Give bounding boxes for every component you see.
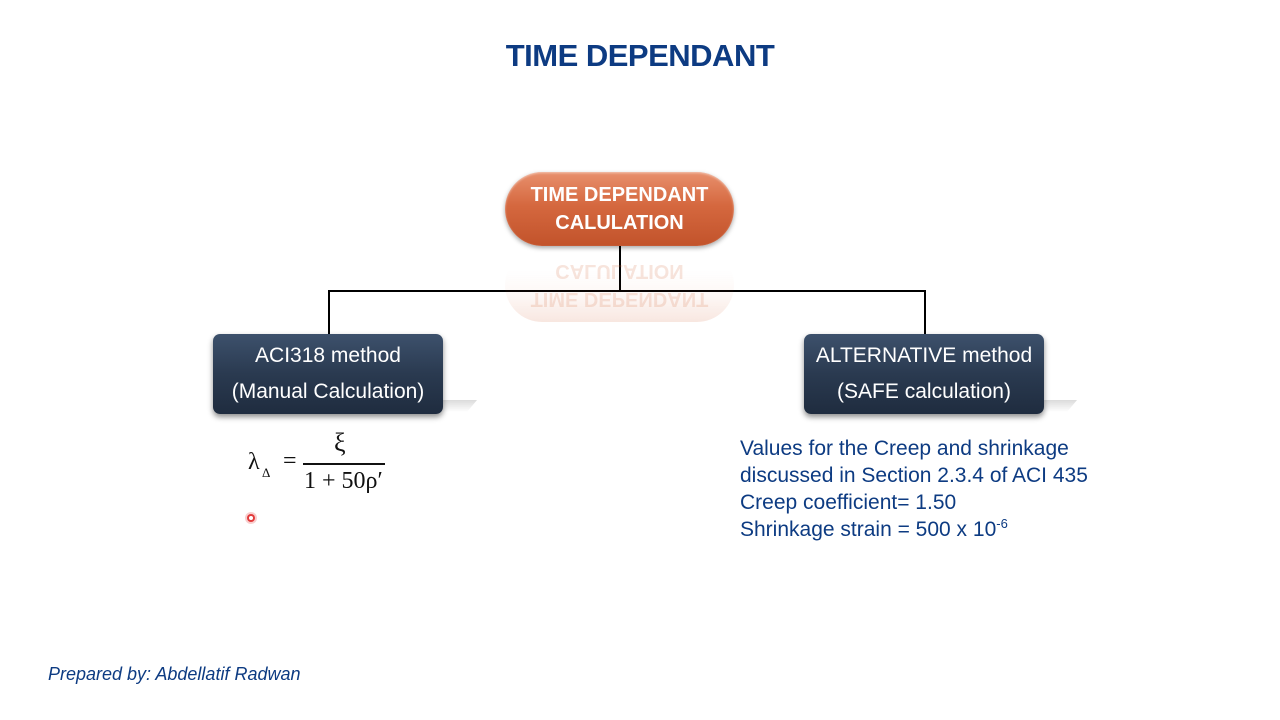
right-node-line1: ALTERNATIVE method bbox=[815, 344, 1033, 367]
right-node-line2: (SAFE calculation) bbox=[837, 380, 1011, 403]
creep-formula: λ Δ = ξ 1 + 50ρ′ bbox=[246, 428, 406, 498]
root-node-line2: CALULATION bbox=[555, 212, 684, 234]
left-node: ACI318 method (Manual Calculation) bbox=[213, 334, 443, 414]
slide-title: TIME DEPENDANT bbox=[505, 38, 775, 73]
shrinkage-strain-exponent: -6 bbox=[996, 516, 1008, 531]
alternative-notes: Values for the Creep and shrinkage discu… bbox=[740, 435, 1260, 543]
root-node-reflection: TIME DEPENDANT CALULATION bbox=[505, 248, 734, 322]
left-node-line1: ACI318 method bbox=[255, 344, 401, 367]
shrinkage-strain-text: Shrinkage strain = 500 x 10 bbox=[740, 518, 997, 541]
root-reflection-line2: CALULATION bbox=[555, 260, 684, 282]
formula-fraction-bar bbox=[303, 463, 385, 465]
root-node: TIME DEPENDANT CALULATION bbox=[505, 172, 734, 246]
laser-pointer-icon bbox=[247, 514, 255, 522]
formula-numerator: ξ bbox=[334, 428, 346, 457]
formula-lambda-subscript: Δ bbox=[262, 465, 271, 480]
notes-line2: discussed in Section 2.3.4 of ACI 435 bbox=[740, 464, 1088, 487]
notes-line3: Creep coefficient= 1.50 bbox=[740, 491, 957, 514]
formula-denominator: 1 + 50ρ′ bbox=[304, 468, 383, 494]
root-reflection-line1: TIME DEPENDANT bbox=[530, 288, 709, 310]
notes-line4: Shrinkage strain = 500 x 10-6 bbox=[740, 516, 1260, 543]
root-node-line1: TIME DEPENDANT bbox=[530, 184, 709, 206]
formula-lambda: λ bbox=[248, 449, 260, 475]
formula-equals: = bbox=[283, 448, 297, 474]
footer-credit: Prepared by: Abdellatif Radwan bbox=[48, 664, 301, 684]
right-node: ALTERNATIVE method (SAFE calculation) bbox=[804, 334, 1044, 414]
left-node-line2: (Manual Calculation) bbox=[231, 380, 425, 403]
notes-line1: Values for the Creep and shrinkage bbox=[740, 437, 1069, 460]
